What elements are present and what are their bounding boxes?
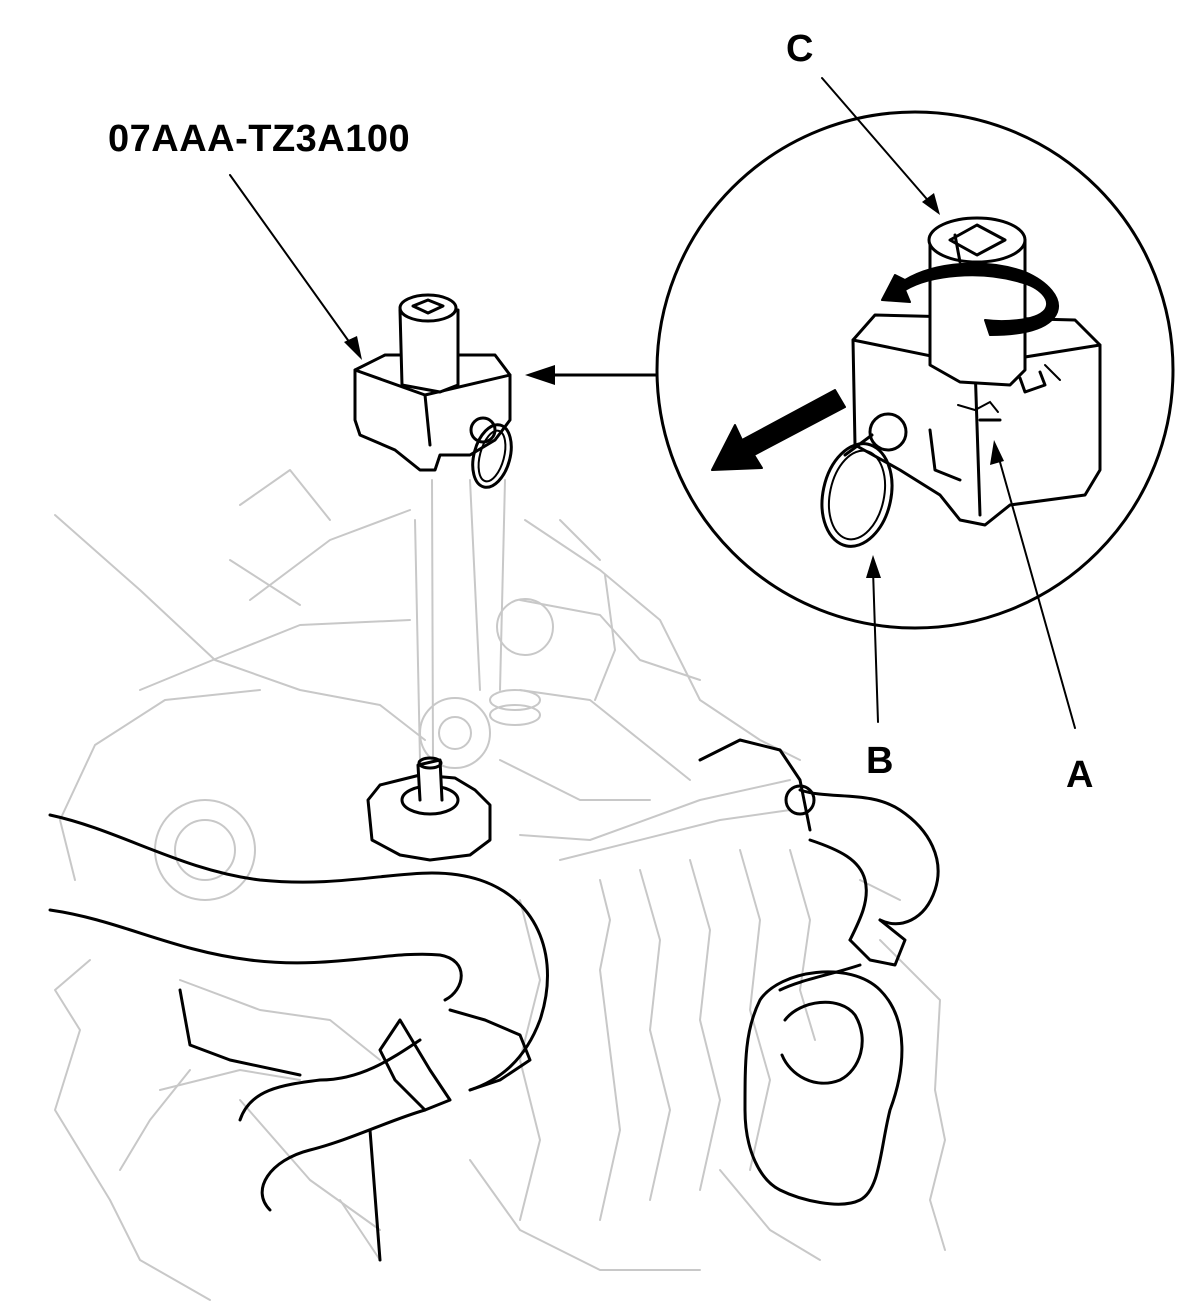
callout-a-label: A (1066, 754, 1094, 796)
coolant-hose-right (698, 738, 940, 992)
leader-c (821, 77, 940, 215)
leader-a (990, 440, 1076, 729)
leader-b (866, 555, 881, 723)
rotation-arrow-icon (881, 262, 1059, 336)
shift-shaft-socket (366, 756, 492, 862)
special-tool-body (353, 293, 513, 489)
callout-b-label: B (866, 740, 894, 782)
round-sensor-housing (743, 970, 904, 1206)
coolant-hose-lower (48, 813, 549, 1262)
detail-magnifier-circle (655, 110, 1175, 630)
callout-c-label: C (786, 28, 814, 70)
tool-part-number-label: 07AAA-TZ3A100 (108, 118, 411, 160)
leader-tool (229, 174, 362, 360)
pull-direction-arrow-icon (711, 389, 846, 471)
detail-link-arrow (525, 365, 659, 385)
transmission-housing-background (54, 469, 946, 1301)
